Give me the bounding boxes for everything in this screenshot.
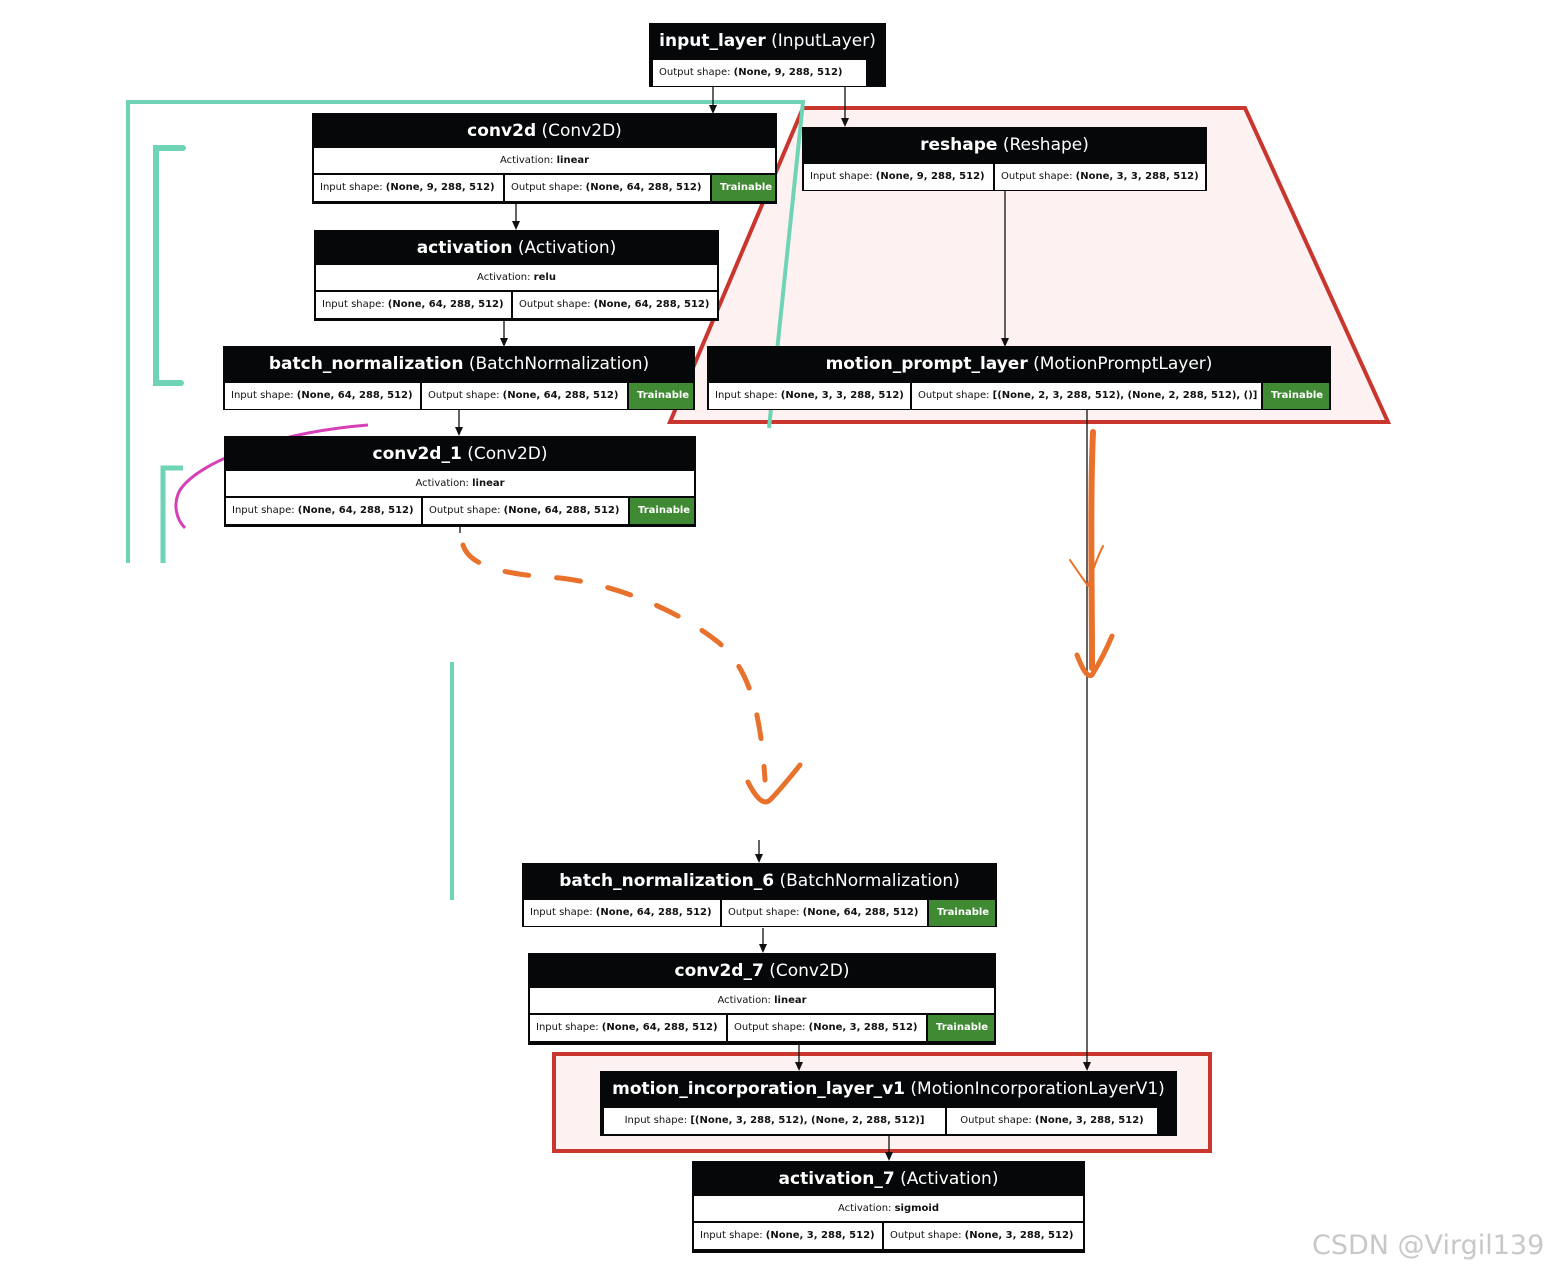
trainable-badge: Trainable — [928, 1015, 994, 1041]
activation-row: Activation: linear — [226, 471, 694, 496]
node-conv2d: conv2d (Conv2D) Activation: linear Input… — [312, 113, 777, 204]
input-shape: Input shape: (None, 64, 288, 512) — [530, 1015, 726, 1041]
node-conv2d-1: conv2d_1 (Conv2D) Activation: linear Inp… — [224, 436, 696, 527]
node-input-layer: input_layer (InputLayer) Output shape: (… — [649, 23, 886, 87]
watermark: CSDN @Virgil139 — [1312, 1230, 1544, 1261]
output-shape: Output shape: (None, 3, 288, 512) — [884, 1223, 1083, 1249]
arrowheads — [455, 105, 1091, 1161]
activation-row: Activation: relu — [316, 265, 717, 290]
orange-dashed-arrow — [460, 542, 768, 783]
output-shape: Output shape: (None, 64, 288, 512) — [422, 383, 627, 409]
output-shape: Output shape: [(None, 2, 3, 288, 512), (… — [912, 383, 1261, 409]
input-shape: Input shape: (None, 3, 3, 288, 512) — [709, 383, 910, 409]
input-shape: Input shape: [(None, 3, 288, 512), (None… — [604, 1108, 945, 1134]
node-activation: activation (Activation) Activation: relu… — [314, 230, 719, 321]
orange-solid-arrow-head — [1074, 633, 1115, 678]
node-reshape: reshape (Reshape) Input shape: (None, 9,… — [802, 127, 1207, 191]
node-batch-normalization: batch_normalization (BatchNormalization)… — [223, 346, 695, 410]
input-shape: Input shape: (None, 64, 288, 512) — [225, 383, 420, 409]
node-motion-incorporation-layer-v1: motion_incorporation_layer_v1 (MotionInc… — [600, 1071, 1177, 1136]
node-batch-normalization-6: batch_normalization_6 (BatchNormalizatio… — [522, 863, 997, 927]
node-activation-7: activation_7 (Activation) Activation: si… — [692, 1161, 1085, 1253]
output-shape: Output shape: (None, 9, 288, 512) — [653, 60, 866, 86]
teal-bracket-bottom — [160, 465, 183, 563]
activation-row: Activation: linear — [314, 148, 775, 173]
teal-frame — [126, 100, 806, 563]
orange-arrow-stray-mark — [1069, 545, 1104, 587]
node-conv2d-7: conv2d_7 (Conv2D) Activation: linear Inp… — [528, 953, 996, 1045]
input-shape: Input shape: (None, 9, 288, 512) — [804, 164, 993, 190]
input-shape: Input shape: (None, 9, 288, 512) — [314, 175, 503, 201]
input-shape: Input shape: (None, 64, 288, 512) — [226, 498, 421, 524]
trainable-badge: Trainable — [929, 900, 995, 926]
activation-row: Activation: linear — [530, 988, 994, 1013]
trainable-badge: Trainable — [712, 175, 775, 201]
magenta-arc — [174, 423, 369, 530]
node-shapes: Output shape: (None, 9, 288, 512) — [653, 60, 866, 86]
activation-row: Activation: sigmoid — [694, 1196, 1083, 1221]
input-shape: Input shape: (None, 3, 288, 512) — [694, 1223, 882, 1249]
node-motion-prompt-layer: motion_prompt_layer (MotionPromptLayer) … — [707, 346, 1331, 410]
orange-solid-arrow — [1088, 429, 1096, 671]
output-shape: Output shape: (None, 3, 288, 512) — [728, 1015, 926, 1041]
node-title: input_layer (InputLayer) — [659, 31, 876, 51]
trainable-badge: Trainable — [630, 498, 694, 524]
trainable-badge: Trainable — [629, 383, 693, 409]
output-shape: Output shape: (None, 64, 288, 512) — [513, 292, 717, 318]
output-shape: Output shape: (None, 3, 288, 512) — [947, 1108, 1157, 1134]
output-shape: Output shape: (None, 3, 3, 288, 512) — [995, 164, 1205, 190]
output-shape: Output shape: (None, 64, 288, 512) — [505, 175, 710, 201]
input-shape: Input shape: (None, 64, 288, 512) — [524, 900, 720, 926]
teal-bracket-top — [153, 145, 186, 386]
orange-dashed-arrow-head — [745, 762, 803, 805]
trainable-badge: Trainable — [1263, 383, 1329, 409]
output-shape: Output shape: (None, 64, 288, 512) — [722, 900, 927, 926]
output-shape: Output shape: (None, 64, 288, 512) — [423, 498, 628, 524]
input-shape: Input shape: (None, 64, 288, 512) — [316, 292, 511, 318]
